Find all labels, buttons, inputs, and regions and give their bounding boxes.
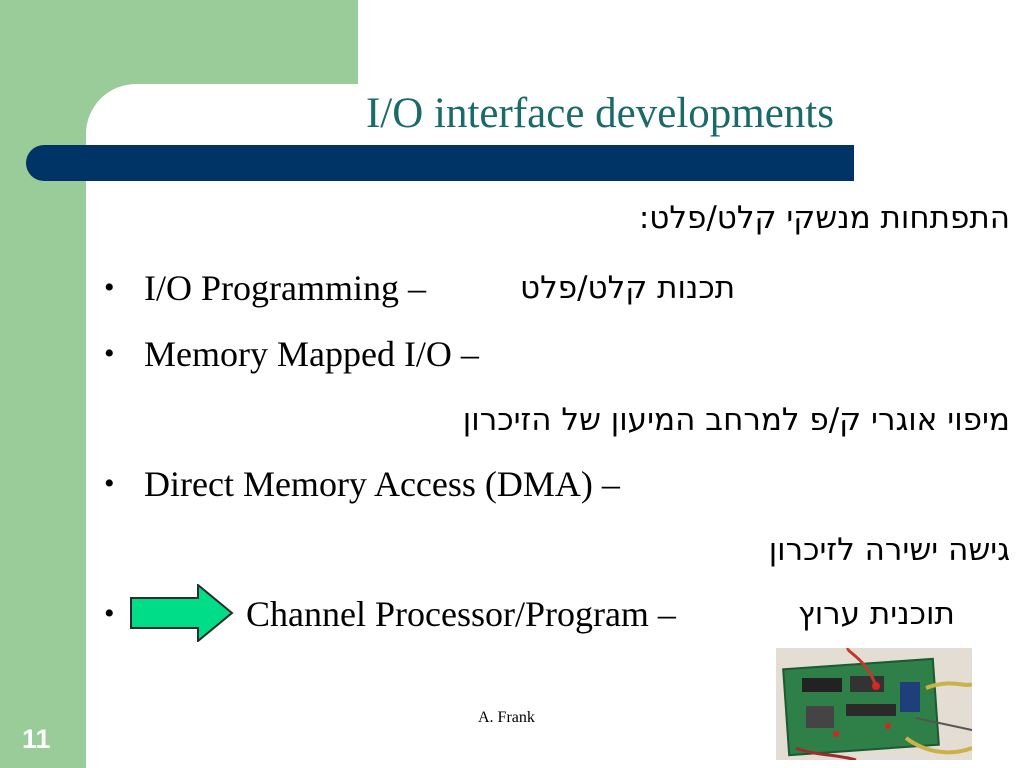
bullet-marker: •	[104, 337, 115, 370]
bullet-1-english: I/O Programming –	[144, 268, 426, 308]
bullet-marker: •	[104, 271, 115, 304]
bullet-4-hebrew: תוכנית ערוץ	[798, 596, 955, 632]
subtitle-hebrew: התפתחות מנשקי קלט/פלט:	[638, 200, 1010, 236]
bullet-marker: •	[104, 597, 115, 630]
bullet-marker: •	[104, 467, 115, 500]
circuit-board-photo	[776, 648, 972, 760]
bullet-3-hebrew: גישה ישירה לזיכרון	[768, 532, 1010, 568]
right-arrow-icon	[130, 584, 234, 642]
slide-number: 11	[22, 724, 51, 754]
footer-author: A. Frank	[478, 709, 535, 726]
title-bar	[26, 145, 854, 181]
bullet-1-hebrew: תכנות קלט/פלט	[520, 270, 736, 306]
bullet-3-english: Direct Memory Access (DMA) –	[144, 464, 620, 504]
slide-title: I/O interface developments	[365, 90, 834, 137]
bullet-4-english: Channel Processor/Program –	[246, 594, 676, 634]
bullet-2-hebrew: מיפוי אוגרי ק/פ למרחב המיעון של הזיכרון	[462, 402, 1010, 438]
bullet-2-english: Memory Mapped I/O –	[144, 334, 479, 374]
